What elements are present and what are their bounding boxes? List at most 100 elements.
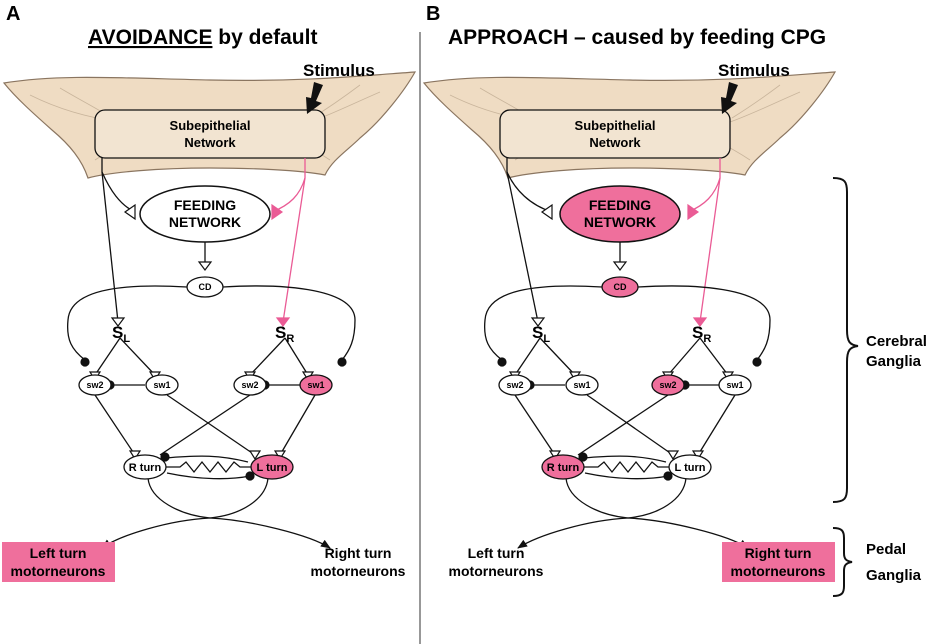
sw1-left-neuron [565,374,599,396]
feeding-line1: FEEDING [589,197,651,213]
excitatory-synapse [612,261,628,271]
s-letter: S [112,323,123,342]
left-motor-line1: Left turn [468,545,525,561]
panel-b: B APPROACH – caused by feeding CPG Subep… [422,3,837,582]
synapse-markers [80,203,347,481]
sw1-right-neuron [718,374,752,396]
stimulus-arrow [306,82,323,114]
panel-title: APPROACH – caused by feeding CPG [448,26,826,49]
excitatory-synapse [666,450,680,461]
cd-neuron [186,276,224,298]
panel-letter: A [6,3,20,25]
inhibitory-synapse [80,357,90,367]
excitatory-synapse [540,203,553,221]
connections [483,158,771,549]
s-letter: S [532,323,543,342]
panel-title-keyword: AVOIDANCE [88,26,212,49]
r-turn-label: R turn [547,462,580,474]
feeding-line1: FEEDING [174,197,236,213]
pedal-line2: Ganglia [866,567,922,584]
stimulus-label: Stimulus [303,61,375,80]
sw1-right-label: sw1 [307,380,324,390]
sw2-right-label: sw2 [241,380,258,390]
s-right-label: SR [692,323,711,345]
cd-neuron [601,276,639,298]
right-motor-line1: Right turn [745,545,812,561]
excitatory-synapse [271,203,284,221]
feeding-network [139,185,271,243]
s-subscript: R [286,333,294,345]
right-motor-line1: Right turn [325,545,392,561]
cerebral-bracket [832,177,859,503]
cd-label: CD [199,282,212,292]
subepithelial-network-box [94,109,326,159]
right-motor-line2: motorneurons [311,563,406,579]
r-turn-neuron [541,454,585,480]
sw1-left-label: sw1 [153,380,170,390]
panel-letter: B [426,3,440,25]
sw2-left-neuron [498,374,532,396]
s-letter: S [692,323,703,342]
s-left-label: SL [112,323,130,345]
s-subscript: R [703,333,711,345]
sw1-right-neuron [299,374,333,396]
excitatory-synapse [275,317,291,327]
inhibitory-synapse [497,357,507,367]
sw2-right-neuron [233,374,267,396]
pedal-line1: Pedal [866,541,906,558]
l-turn-neuron [668,454,712,480]
feeding-line2: NETWORK [169,214,241,230]
r-turn-neuron [123,454,167,480]
cd-label: CD [614,282,627,292]
left-motor-line2: motorneurons [11,563,106,579]
inhibitory-synapse [337,357,347,367]
sw2-left-label: sw2 [86,380,103,390]
excitatory-synapse [197,261,213,271]
s-subscript: L [123,333,130,345]
sw2-left-neuron [78,374,112,396]
excitatory-synapse [687,203,700,221]
inhibitory-synapse [663,471,673,481]
s-left-label: SL [532,323,550,345]
sw1-left-label: sw1 [573,380,590,390]
excitatory-synapse [110,317,126,327]
inhibitory-synapse [752,357,762,367]
l-turn-label: L turn [675,462,706,474]
excitatory-synapse [530,317,546,327]
excitatory-synapse [248,450,262,461]
panel-a: A AVOIDANCE by default Subepithelial Net… [2,3,417,582]
pedal-bracket [832,527,853,597]
excitatory-synapse [128,450,142,461]
sw2-right-label: sw2 [659,380,676,390]
left-motor-box [2,542,115,582]
l-turn-label: L turn [257,462,288,474]
cerebral-line1: Cerebral [866,333,927,350]
inhibitory-synapse [245,471,255,481]
feeding-network [559,185,681,243]
inhibitory-synapse [160,452,170,462]
s-letter: S [275,323,286,342]
excitatory-synapse [123,203,136,221]
sw1-right-label: sw1 [726,380,743,390]
sw2-right-neuron [651,374,685,396]
stimulus-arrow [721,82,738,114]
subepithelial-line2: Network [184,135,236,150]
subepithelial-line2: Network [589,135,641,150]
subepithelial-line1: Subepithelial [575,118,656,133]
stimulus-label: Stimulus [718,61,790,80]
panel-title-rest: by default [212,26,317,49]
excitatory-synapse [692,317,708,327]
sw1-left-neuron [145,374,179,396]
sw2-left-label: sw2 [506,380,523,390]
l-turn-neuron [250,454,294,480]
right-motor-box [722,542,835,582]
subepithelial-line1: Subepithelial [170,118,251,133]
feeding-line2: NETWORK [584,214,656,230]
left-motor-line2: motorneurons [449,563,544,579]
cerebral-line2: Ganglia [866,353,922,370]
subepithelial-network-box [499,109,731,159]
panel-title: AVOIDANCE by default [88,26,317,49]
inhibitory-synapse [578,452,588,462]
s-right-label: SR [275,323,294,345]
